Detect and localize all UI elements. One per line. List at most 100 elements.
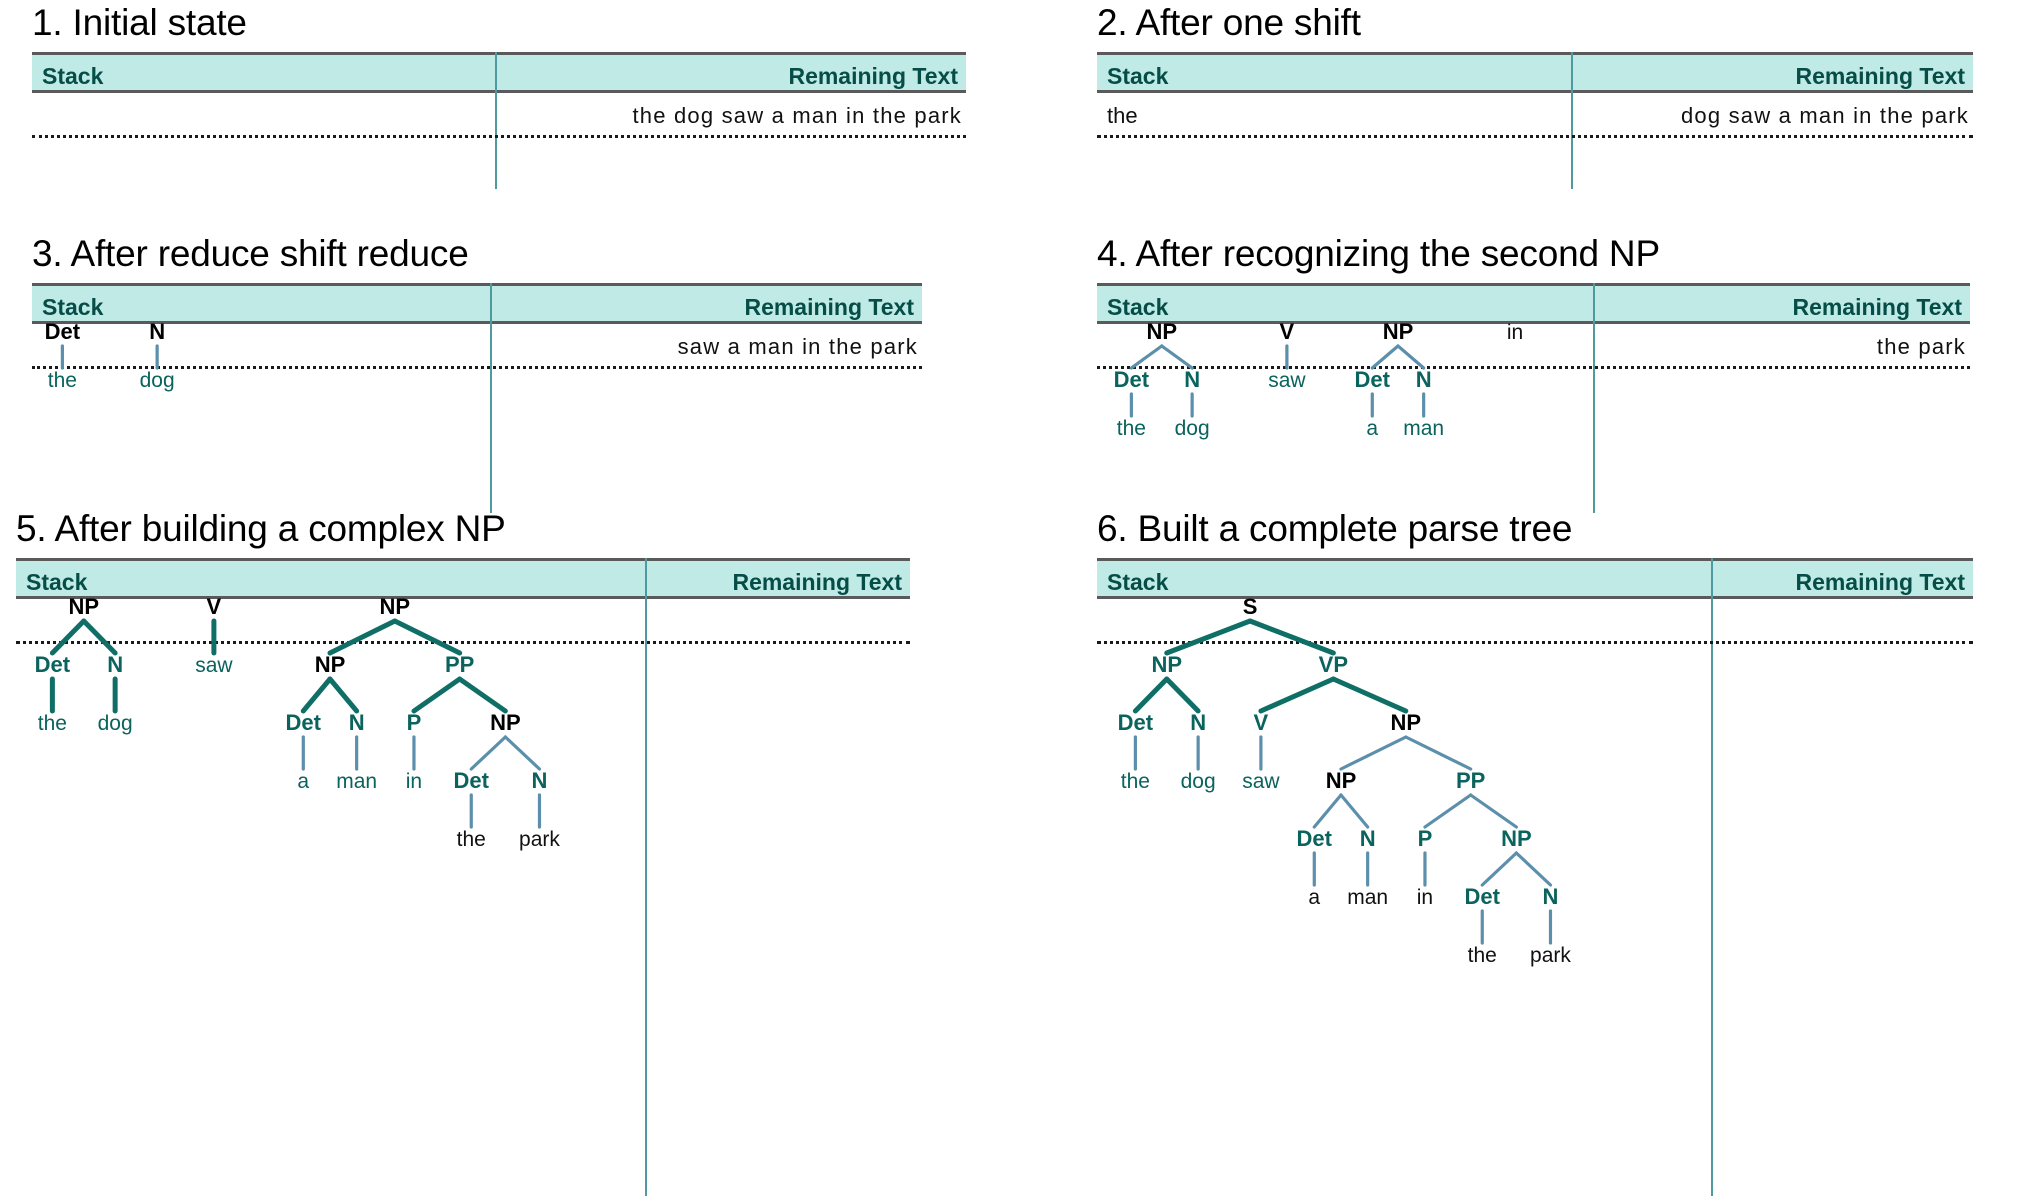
column-header-stack: Stack bbox=[26, 569, 88, 595]
tree-branch bbox=[1160, 344, 1194, 370]
tree-node-label: NP bbox=[315, 652, 346, 677]
tree-node-label: V bbox=[1254, 710, 1269, 735]
header-divider bbox=[495, 52, 497, 93]
tree-branch bbox=[1339, 793, 1370, 829]
tree-branch bbox=[469, 735, 507, 771]
panel-complete-parse-tree: 6. Built a complete parse tree Stack Rem… bbox=[1097, 508, 1973, 1196]
stack-baseline bbox=[16, 641, 910, 644]
panel-title: 5. After building a complex NP bbox=[16, 508, 506, 549]
tree-leaf-label: the bbox=[457, 828, 486, 851]
column-header-stack: Stack bbox=[1107, 294, 1169, 320]
tree-node-label: NP bbox=[490, 710, 521, 735]
column-divider bbox=[1571, 93, 1573, 189]
tree-node-label: VP bbox=[1319, 652, 1348, 677]
column-divider bbox=[490, 324, 492, 513]
panel-initial-state: 1. Initial state Stack Remaining Text th… bbox=[32, 2, 966, 189]
tree-node-label: Det bbox=[1114, 367, 1150, 392]
panel-after-second-np: 4. After recognizing the second NP Stack… bbox=[1097, 235, 1970, 513]
panel-title: 6. Built a complete parse tree bbox=[1097, 508, 1573, 549]
header-divider bbox=[645, 558, 647, 599]
remaining-text: the park bbox=[1876, 334, 1966, 359]
tree-node-label: N bbox=[1543, 884, 1559, 909]
tree-leaf-label: park bbox=[519, 828, 560, 851]
parse-state-table: Stack Remaining Text the dog saw a man i… bbox=[32, 52, 966, 189]
tree-branch bbox=[503, 735, 542, 771]
tree-leaf-label: man bbox=[1403, 417, 1444, 440]
table-header bbox=[1097, 283, 1970, 324]
tree-leaf-label: saw bbox=[1268, 369, 1306, 392]
tree-leaf-label: dog bbox=[98, 712, 133, 735]
remaining-text: saw a man in the park bbox=[677, 334, 918, 359]
tree-node-label: Det bbox=[45, 319, 81, 344]
tree-branch bbox=[300, 676, 333, 714]
column-header-stack: Stack bbox=[42, 63, 104, 89]
column-divider bbox=[1593, 324, 1595, 513]
column-header-remaining: Remaining Text bbox=[1792, 294, 1962, 320]
panel-title: 1. Initial state bbox=[32, 2, 247, 43]
tree-branch bbox=[327, 676, 360, 714]
header-divider bbox=[490, 283, 492, 324]
column-header-stack: Stack bbox=[1107, 569, 1169, 595]
tree-leaf-label: the bbox=[1117, 417, 1146, 440]
column-divider bbox=[495, 93, 497, 189]
column-header-stack: Stack bbox=[1107, 63, 1169, 89]
tree-node-label: N bbox=[532, 768, 548, 793]
tree-branch bbox=[1404, 735, 1473, 771]
panel-complex-np: 5. After building a complex NP Stack Rem… bbox=[16, 508, 910, 1196]
table-header bbox=[16, 558, 910, 599]
header-divider bbox=[1571, 52, 1573, 93]
tree-leaf-label: the bbox=[1121, 770, 1150, 793]
tree-leaf-label: dog bbox=[1181, 770, 1216, 793]
tree-node-label: Det bbox=[1297, 826, 1333, 851]
header-divider bbox=[1593, 283, 1595, 324]
tree-branch bbox=[1330, 676, 1409, 714]
panel-after-reduce-shift-reduce: 3. After reduce shift reduce Stack Remai… bbox=[32, 235, 922, 513]
tree-branch bbox=[1312, 793, 1343, 829]
tree-branch bbox=[49, 618, 87, 656]
tree-node-label: Det bbox=[1355, 367, 1391, 392]
tree-leaf-label: the bbox=[38, 712, 67, 735]
tree-node-label: NP bbox=[1146, 319, 1177, 344]
table-header bbox=[1097, 52, 1973, 93]
tree-branch bbox=[1396, 344, 1426, 370]
tree-leaf-label: in bbox=[1417, 886, 1433, 909]
tree-branch bbox=[327, 618, 398, 656]
tree-leaf-label: park bbox=[1530, 944, 1571, 967]
tree-leaf-label: dog bbox=[1175, 417, 1210, 440]
tree-branch bbox=[81, 618, 118, 656]
column-divider bbox=[1711, 599, 1713, 1196]
table-header bbox=[1097, 558, 1973, 599]
tree-branch bbox=[1514, 851, 1553, 887]
tree-node-label: PP bbox=[445, 652, 474, 677]
header-divider bbox=[1711, 558, 1713, 599]
column-header-remaining: Remaining Text bbox=[744, 294, 914, 320]
stack-baseline bbox=[1097, 366, 1970, 369]
tree-branch bbox=[1258, 676, 1336, 714]
tree-node-label: NP bbox=[380, 594, 411, 619]
tree-branch bbox=[392, 618, 463, 656]
stack-baseline bbox=[32, 366, 922, 369]
tree-leaf-label: in bbox=[406, 770, 422, 793]
tree-branch bbox=[1129, 344, 1164, 370]
tree-branch bbox=[1469, 793, 1518, 829]
tree-node-label: Det bbox=[1465, 884, 1501, 909]
column-header-remaining: Remaining Text bbox=[788, 63, 958, 89]
table-header bbox=[32, 52, 966, 93]
stack-text: the bbox=[1107, 103, 1138, 128]
tree-leaf-label: dog bbox=[140, 369, 175, 392]
tree-node-label: NP bbox=[1383, 319, 1414, 344]
tree-leaf-label: the bbox=[48, 369, 77, 392]
tree-leaf-label: the bbox=[1468, 944, 1497, 967]
tree-node-label: N bbox=[149, 319, 165, 344]
stack-baseline bbox=[32, 135, 966, 138]
panel-after-one-shift: 2. After one shift Stack Remaining Text … bbox=[1097, 4, 1973, 189]
tree-branch bbox=[1247, 618, 1336, 656]
tree-node-label: S bbox=[1243, 594, 1258, 619]
tree-branch bbox=[457, 676, 508, 714]
tree-node-label: Det bbox=[35, 652, 71, 677]
